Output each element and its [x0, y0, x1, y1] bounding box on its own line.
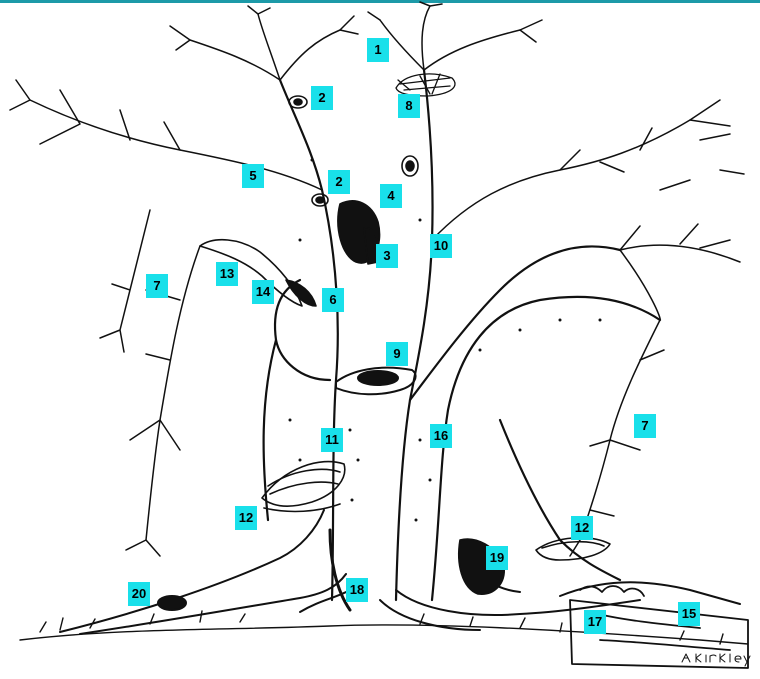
marker-12: 12 — [235, 506, 257, 530]
marker-7: 7 — [634, 414, 656, 438]
broken-snag — [336, 368, 416, 395]
marker-5: 5 — [242, 164, 264, 188]
bark-texture — [289, 159, 602, 522]
marker-2: 2 — [311, 86, 333, 110]
marker-4: 4 — [380, 184, 402, 208]
marker-6: 6 — [322, 288, 344, 312]
marker-14: 14 — [252, 280, 274, 304]
marker-7: 7 — [146, 274, 168, 298]
marker-9: 9 — [386, 342, 408, 366]
marker-20: 20 — [128, 582, 150, 606]
marker-17: 17 — [584, 610, 606, 634]
marker-10: 10 — [430, 234, 452, 258]
marker-12: 12 — [571, 516, 593, 540]
marker-1: 1 — [367, 38, 389, 62]
trunk — [264, 70, 660, 600]
roots — [60, 510, 740, 634]
ground — [20, 611, 748, 644]
marker-8: 8 — [398, 94, 420, 118]
marker-3: 3 — [376, 244, 398, 268]
branches — [10, 2, 744, 556]
artist-signature-graphic — [682, 654, 750, 666]
marker-11: 11 — [321, 428, 343, 452]
marker-2: 2 — [328, 170, 350, 194]
marker-19: 19 — [486, 546, 508, 570]
marker-18: 18 — [346, 578, 368, 602]
marker-15: 15 — [678, 602, 700, 626]
marker-16: 16 — [430, 424, 452, 448]
marker-13: 13 — [216, 262, 238, 286]
